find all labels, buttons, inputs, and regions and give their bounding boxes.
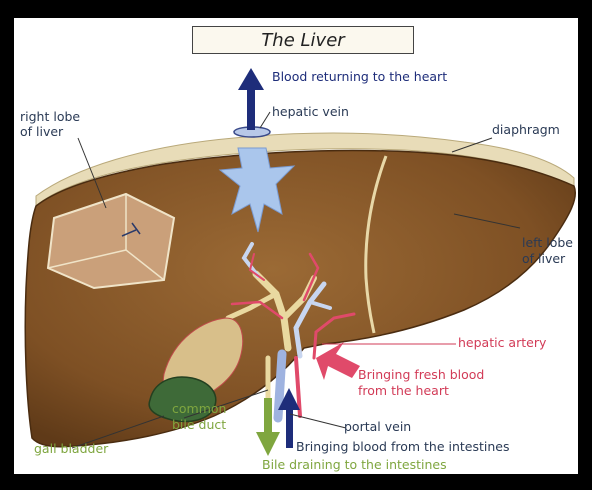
label-gall-bladder: gall bladder <box>34 442 108 456</box>
liver-illustration <box>14 18 578 474</box>
label-left-lobe-2: of liver <box>522 252 565 266</box>
label-common-bile-1: common <box>172 402 226 416</box>
arrow-fresh-blood <box>316 342 360 380</box>
label-blood-intestines: Bringing blood from the intestines <box>296 440 510 454</box>
label-common-bile-2: bile duct <box>172 418 226 432</box>
label-fresh-blood-1: Bringing fresh blood <box>358 368 484 382</box>
label-bile-draining: Bile draining to the intestines <box>262 458 447 472</box>
label-right-lobe-1: right lobe <box>20 110 80 124</box>
label-left-lobe-1: left lobe <box>522 236 573 250</box>
label-diaphragm: diaphragm <box>492 123 560 137</box>
page-title: The Liver <box>193 30 413 51</box>
label-fresh-blood-2: from the heart <box>358 384 449 398</box>
label-portal-vein: portal vein <box>344 420 411 434</box>
label-blood-returning: Blood returning to the heart <box>272 70 447 84</box>
leader-portal-vein <box>290 414 346 428</box>
title-box: The Liver <box>192 26 414 54</box>
leader-hepatic-vein <box>260 112 270 128</box>
label-hepatic-artery: hepatic artery <box>458 336 546 350</box>
label-right-lobe-2: of liver <box>20 125 63 139</box>
arrow-blood-returning <box>238 68 264 130</box>
diagram-frame: The Liver Blood returning to the heart h… <box>14 18 578 474</box>
label-hepatic-vein: hepatic vein <box>272 105 349 119</box>
